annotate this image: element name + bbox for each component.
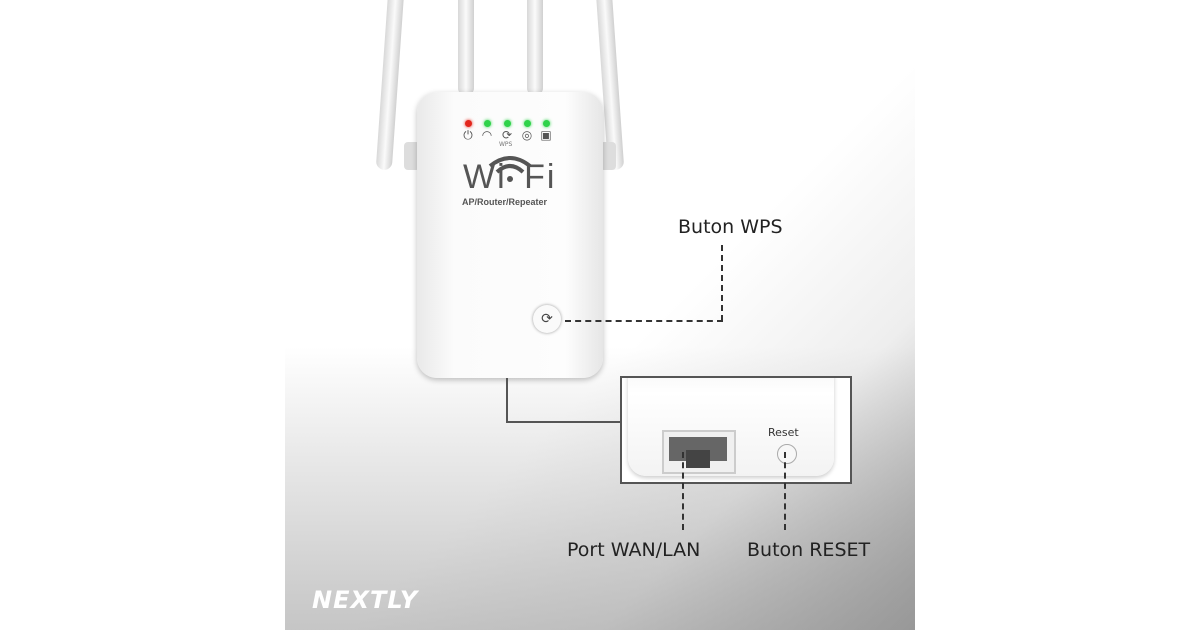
gear-icon: ◎ bbox=[521, 128, 533, 142]
bottom-view-inset: Reset bbox=[620, 376, 852, 484]
port-callout-line bbox=[682, 452, 684, 530]
status-led bbox=[484, 120, 491, 127]
wps-button-label: Buton WPS bbox=[678, 216, 783, 238]
status-led bbox=[465, 120, 472, 127]
wan-lan-port-label: Port WAN/LAN bbox=[567, 539, 701, 561]
status-led bbox=[504, 120, 511, 127]
reset-callout-line bbox=[784, 452, 786, 530]
ethernet-port[interactable] bbox=[662, 430, 736, 474]
antenna-inner-right bbox=[527, 0, 543, 96]
antenna-hinge-right bbox=[600, 142, 616, 170]
wifi-icon: ◠ bbox=[481, 128, 493, 142]
wps-icon-label: WPS bbox=[499, 141, 513, 148]
inset-connector-line bbox=[506, 378, 622, 423]
wps-callout-line-vertical bbox=[721, 245, 723, 321]
nextly-logo: NEXTLY bbox=[312, 586, 419, 614]
antenna-hinge-left bbox=[404, 142, 420, 170]
wifi-signal-icon bbox=[488, 156, 532, 182]
ethernet-icon: ▣ bbox=[540, 128, 552, 142]
wps-icon: ⟳ bbox=[501, 128, 513, 142]
reset-button-label: Buton RESET bbox=[747, 539, 871, 561]
wps-callout-line bbox=[565, 320, 723, 322]
status-led bbox=[543, 120, 550, 127]
antenna-inner-left bbox=[458, 0, 474, 96]
wps-button[interactable]: ⟳ bbox=[533, 305, 561, 333]
reset-label: Reset bbox=[768, 426, 799, 439]
wifi-repeater-device bbox=[417, 92, 603, 378]
status-led bbox=[524, 120, 531, 127]
device-subtitle: AP/Router/Repeater bbox=[462, 197, 548, 207]
power-icon: ⏻ bbox=[463, 128, 473, 142]
wifi-logo-text: Wi Fi bbox=[463, 158, 557, 196]
reset-button[interactable] bbox=[777, 444, 797, 464]
